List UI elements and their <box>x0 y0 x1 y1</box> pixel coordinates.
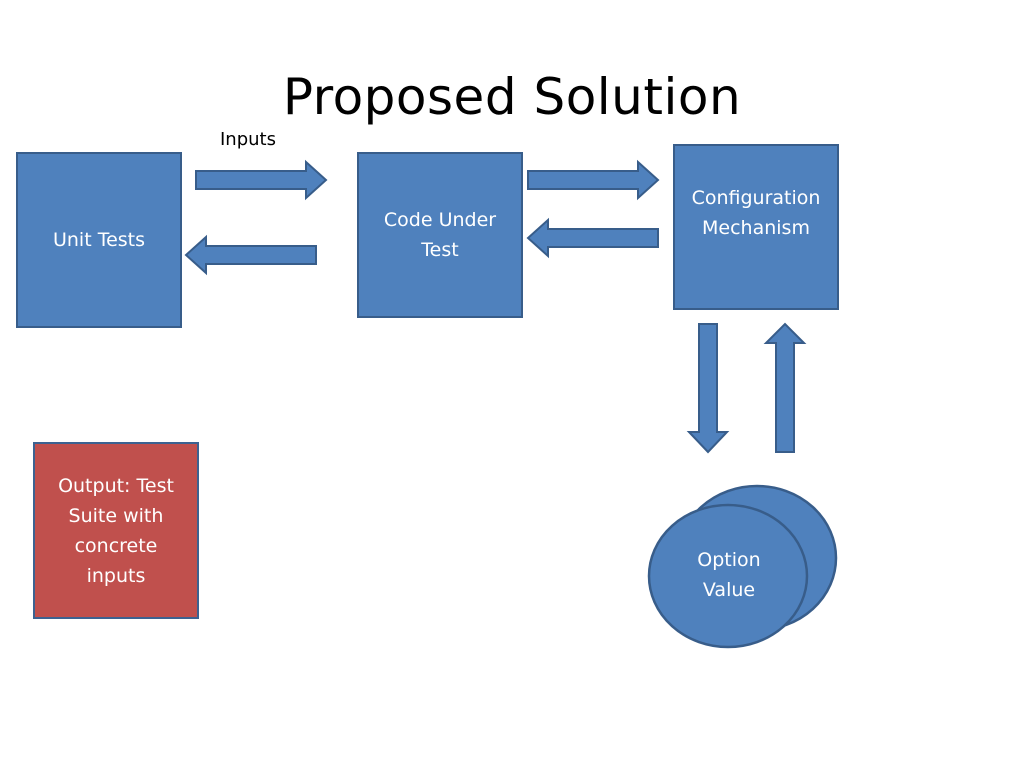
unit-tests-box: Unit Tests <box>16 152 182 328</box>
arrow-config-to-code <box>526 217 659 259</box>
arrow-code-to-unit-tests <box>184 234 317 276</box>
option-value-circle-front <box>647 503 809 649</box>
code-under-test-box: Code Under Test <box>357 152 523 318</box>
inputs-caption: Inputs <box>220 129 276 150</box>
arrow-code-to-config <box>527 159 660 201</box>
arrow-config-to-option <box>686 323 730 454</box>
output-box: Output: Test Suite with concrete inputs <box>33 442 199 619</box>
option-value-label: Option Value <box>697 549 761 601</box>
arrow-option-to-config <box>763 322 807 453</box>
arrow-unit-tests-to-code <box>195 159 328 201</box>
configuration-mechanism-box: Configuration Mechanism <box>673 144 839 310</box>
slide-title: Proposed Solution <box>282 68 742 126</box>
